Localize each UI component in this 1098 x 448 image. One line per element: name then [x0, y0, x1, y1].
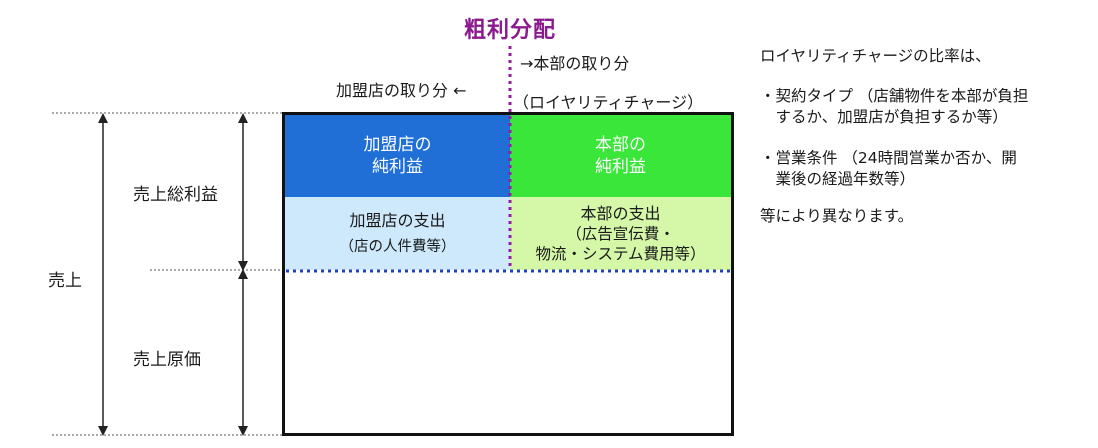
hq-expenses-cell: 本部の支出 （広告宣伝費・ 物流・システム費用等）: [510, 197, 731, 270]
hq-net-profit-cell: 本部の 純利益: [510, 115, 731, 197]
franchisee-expenses-detail: （店の人件費等）: [339, 238, 456, 255]
headquarters-share-label: →本部の取り分: [520, 54, 630, 73]
hq-expenses-detail-line2: 物流・システム費用等）: [535, 244, 706, 263]
hq-net-profit-line2: 純利益: [595, 157, 646, 177]
franchisee-net-profit-cell: 加盟店の 純利益: [285, 115, 510, 197]
diagram-title: 粗利分配: [463, 18, 556, 43]
note-contract-type: ・契約タイプ （店舗物件を本部が負担 するか、加盟店が負担するか等）: [760, 86, 1028, 128]
franchisee-net-profit-line2: 純利益: [372, 157, 423, 177]
note-business-conditions-line2: 業後の経過年数等）: [760, 170, 916, 188]
hq-expenses-label: 本部の支出: [580, 203, 661, 223]
royalty-charge-label: （ロイヤリティチャージ）: [513, 93, 704, 112]
note-contract-type-line2: するか、加盟店が負担するか等）: [760, 108, 1008, 126]
note-business-conditions-line1: ・営業条件 （24時間営業か否か、開: [760, 149, 1017, 167]
franchisee-net-profit-line1: 加盟店の: [363, 135, 432, 155]
note-intro: ロイヤリティチャージの比率は、: [760, 47, 991, 65]
hq-net-profit-line1: 本部の: [595, 135, 646, 155]
franchisee-share-label: 加盟店の取り分 ←: [336, 81, 467, 100]
hq-expenses-detail-line1: （広告宣伝費・: [566, 224, 675, 243]
note-business-conditions: ・営業条件 （24時間営業か否か、開 業後の経過年数等）: [760, 148, 1017, 190]
note-contract-type-line1: ・契約タイプ （店舗物件を本部が負担: [760, 87, 1029, 105]
franchisee-expenses-cell: 加盟店の支出 （店の人件費等）: [285, 197, 510, 270]
cost-of-sales-label: 売上原価: [133, 350, 201, 370]
gross-profit-label: 売上総利益: [133, 185, 218, 205]
note-outro: 等により異なります。: [760, 207, 914, 225]
franchisee-expenses-label: 加盟店の支出: [349, 210, 446, 230]
sales-label: 売上: [48, 271, 82, 291]
